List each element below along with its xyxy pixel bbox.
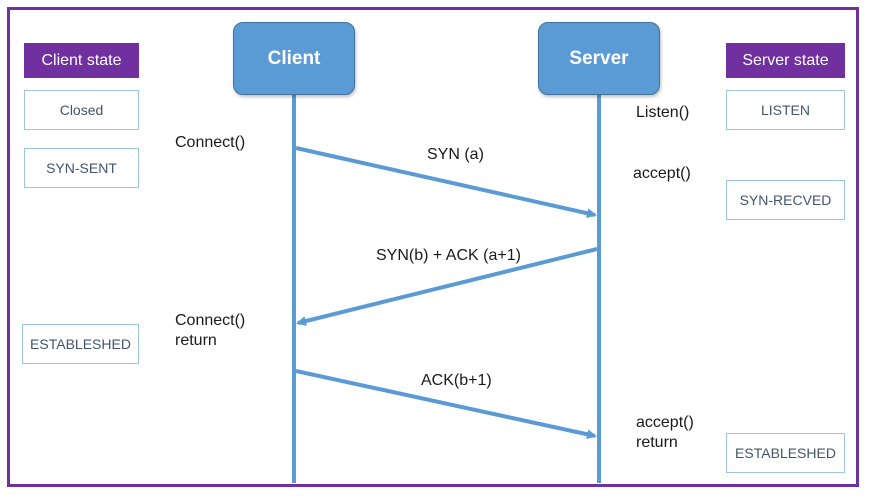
- ack-arrow: [295, 369, 597, 440]
- server-lifeline: [597, 95, 601, 483]
- connect-return-label-line2: return: [175, 332, 217, 349]
- client-state-header: Client state: [24, 43, 139, 78]
- server-state-syn-recved: SYN-RECVED: [726, 180, 845, 220]
- client-state-syn-sent: SYN-SENT: [24, 148, 139, 188]
- diagram-frame: [7, 7, 859, 487]
- server-state-established: ESTABLESHED: [726, 433, 845, 473]
- syn-message-label: SYN (a): [427, 146, 484, 163]
- server-state-listen: LISTEN: [726, 90, 845, 130]
- server-state-header: Server state: [726, 43, 845, 78]
- listen-call-label: Listen(): [636, 104, 690, 121]
- accept-return-label-line1: accept(): [636, 414, 694, 431]
- client-actor: Client: [233, 22, 355, 95]
- syn-ack-arrow: [296, 247, 598, 326]
- client-state-closed: Closed: [24, 90, 139, 130]
- connect-call-label: Connect(): [175, 134, 246, 151]
- ack-message-label: ACK(b+1): [421, 372, 492, 389]
- syn-ack-message-label: SYN(b) + ACK (a+1): [376, 247, 521, 264]
- connect-return-label-line1: Connect(): [175, 312, 246, 329]
- client-lifeline: [292, 95, 296, 483]
- client-state-established: ESTABLESHED: [22, 324, 139, 364]
- syn-arrow: [295, 146, 597, 219]
- accept-call-label: accept(): [633, 165, 691, 182]
- server-actor: Server: [538, 22, 660, 95]
- accept-return-label-line2: return: [636, 434, 678, 451]
